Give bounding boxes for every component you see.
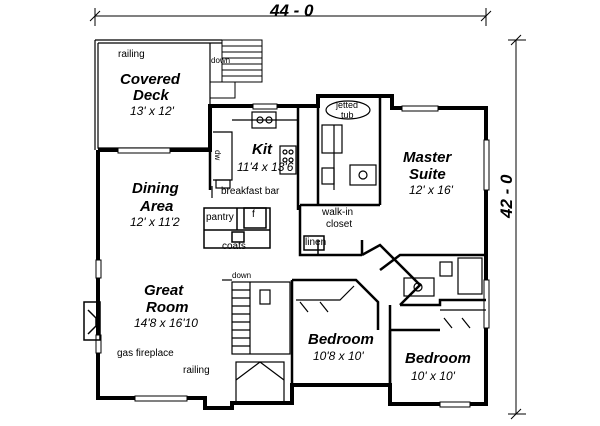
railing-label-bottom: railing (183, 365, 210, 376)
kitchen-name: Kit (252, 141, 272, 158)
bath2-fixtures (403, 257, 483, 297)
dining-name-line1: Dining (132, 180, 179, 197)
depth-dimension-line (508, 34, 526, 420)
fireplace (83, 301, 101, 341)
covered-deck-size: 13' x 12' (130, 104, 174, 118)
dishwasher-label: dw (213, 150, 222, 161)
basement-stair (222, 279, 291, 403)
bedroom1-size: 10'8 x 10' (313, 349, 364, 363)
great-room-name-line2: Room (146, 299, 189, 316)
master-suite-name-line1: Master (403, 149, 452, 166)
railing-label-top: railing (118, 49, 145, 60)
coats-label: coats (222, 241, 246, 252)
great-room-name-line1: Great (144, 282, 184, 299)
kitchen-walls (208, 106, 300, 210)
master-suite-name-line2: Suite (409, 166, 446, 183)
bedroom-closets (296, 285, 486, 329)
master-bath-fixtures (321, 100, 377, 190)
gas-fireplace-label: gas fireplace (117, 348, 174, 359)
walk-in-closet (303, 235, 325, 255)
windows (95, 103, 490, 408)
width-dimension: 44 - 0 (270, 1, 314, 20)
great-room-size: 14'8 x 16'10 (134, 316, 198, 330)
walk-in-closet-label-line2: closet (326, 219, 353, 230)
breakfast-bar-label: breakfast bar (221, 186, 280, 197)
bedroom1-name: Bedroom (308, 331, 374, 348)
jetted-tub-label-line2: tub (341, 110, 354, 120)
bedroom2-name: Bedroom (405, 350, 471, 367)
down-label-top: down (211, 56, 231, 65)
linen-label: linen (305, 237, 327, 248)
fridge-label: f (252, 209, 255, 220)
master-suite-size: 12' x 16' (409, 183, 453, 197)
bedroom2-size: 10' x 10' (411, 369, 455, 383)
deck-stair (210, 39, 263, 99)
kitchen-size: 11'4 x 13'6 (237, 160, 294, 174)
dining-name-line2: Area (140, 198, 174, 215)
pantry-label: pantry (206, 212, 234, 223)
covered-deck-name-line2: Deck (133, 87, 169, 104)
bedroom-walls (290, 280, 392, 404)
dining-size: 12' x 11'2 (130, 215, 180, 229)
depth-dimension: 42 - 0 (497, 174, 516, 218)
pantry-closet (203, 207, 271, 249)
jetted-tub-label-line1: jetted (336, 100, 359, 110)
width-dimension-line (89, 8, 492, 26)
hallway-walls (292, 243, 486, 385)
down-label-stair: down (232, 271, 252, 280)
kitchen-counters (213, 111, 298, 189)
covered-deck-name-line1: Covered (120, 71, 181, 88)
master-bath-walls (298, 96, 382, 257)
walk-in-closet-label-line1: walk-in (322, 207, 354, 218)
